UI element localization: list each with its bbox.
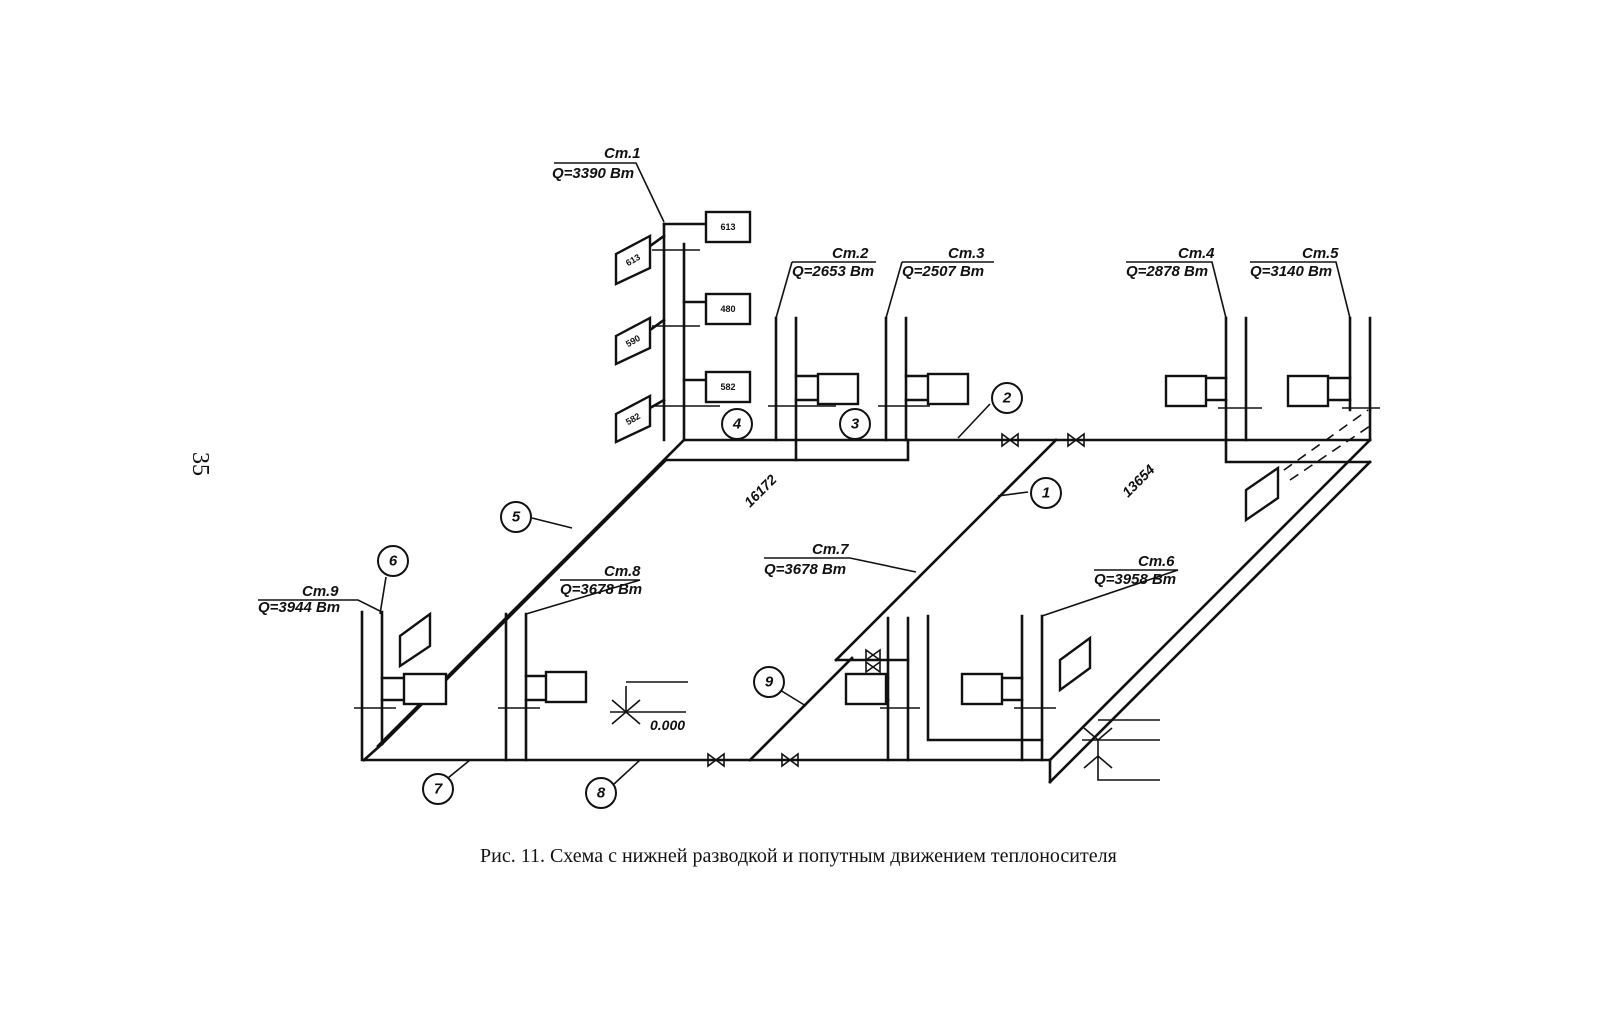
riser-st6 (926, 614, 1056, 762)
svg-text:4: 4 (732, 416, 742, 433)
riser-label-st1: Ст.1 Q=3390 Вт (552, 145, 665, 223)
riser-name: Ст.8 (604, 563, 641, 580)
riser-label-st8: Ст.8 Q=3678 Вт (525, 563, 642, 615)
elevation-mark: 0.000 (610, 681, 688, 733)
valve-icon (781, 752, 799, 768)
elevation-mark (1082, 719, 1160, 781)
radiator (926, 372, 970, 406)
riser-label-st9: Ст.9 Q=3944 Вт (258, 583, 383, 616)
section-marker-5: 5 (500, 501, 573, 533)
riser-label-st3: Ст.3 Q=2507 Вт (885, 245, 994, 319)
riser-load: Q=2653 Вт (792, 263, 874, 280)
radiator: 613 (614, 234, 652, 286)
riser-st5 (1326, 316, 1380, 412)
svg-text:1: 1 (1042, 485, 1050, 502)
riser-label-st2: Ст.2 Q=2653 Вт (775, 245, 876, 319)
riser-name: Ст.3 (948, 245, 985, 262)
radiator (544, 670, 588, 704)
svg-text:2: 2 (1002, 390, 1012, 407)
riser-load: Q=3678 Вт (764, 561, 846, 578)
radiator (1164, 374, 1208, 408)
valves (707, 432, 1085, 768)
elevation-value: 0.000 (650, 717, 685, 733)
valve-icon (865, 648, 881, 662)
radiator (1244, 465, 1280, 523)
riser-label-st4: Ст.4 Q=2878 Вт (1126, 245, 1227, 319)
riser-load: Q=3944 Вт (258, 599, 340, 616)
riser-st2 (768, 316, 836, 462)
svg-text:8: 8 (597, 785, 606, 802)
radiator-power: 480 (720, 304, 735, 314)
valve-icon (1067, 432, 1085, 448)
riser-load: Q=2878 Вт (1126, 263, 1208, 280)
riser-st4 (1204, 316, 1262, 442)
riser-name: Ст.6 (1138, 553, 1175, 570)
load-sum-left: 16172 (741, 471, 780, 510)
riser-st1 (648, 222, 720, 442)
radiator (398, 611, 432, 669)
radiator (960, 672, 1004, 706)
radiator (1286, 374, 1330, 408)
section-marker-6: 6 (377, 545, 409, 615)
radiator (402, 672, 448, 706)
radiator (844, 672, 888, 706)
riser-name: Ст.1 (604, 145, 640, 162)
riser-st8 (498, 612, 548, 762)
pipework (362, 408, 1372, 784)
radiator-power: 582 (720, 382, 735, 392)
radiator-power: 613 (720, 222, 735, 232)
section-marker-2: 2 (957, 382, 1023, 439)
section-marker-7: 7 (422, 759, 471, 805)
riser-load: Q=3390 Вт (552, 165, 634, 182)
valve-icon (865, 660, 881, 674)
radiator (816, 372, 860, 406)
riser-name: Ст.7 (812, 541, 849, 558)
radiator (1058, 635, 1092, 693)
valve-icon (1001, 432, 1019, 448)
riser-load: Q=2507 Вт (902, 263, 984, 280)
svg-text:3: 3 (851, 416, 860, 433)
radiator: 613 (704, 210, 752, 244)
radiator: 582 (704, 370, 752, 404)
riser-label-st5: Ст.5 Q=3140 Вт (1250, 245, 1351, 319)
riser-load: Q=3958 Вт (1094, 571, 1176, 588)
riser-st9 (354, 610, 406, 762)
riser-label-st6: Ст.6 Q=3958 Вт (1041, 553, 1179, 617)
riser-name: Ст.4 (1178, 245, 1215, 262)
section-marker-4: 4 (721, 408, 753, 440)
section-marker-8: 8 (585, 759, 641, 809)
riser-name: Ст.9 (302, 583, 339, 600)
section-marker-9: 9 (753, 666, 807, 707)
load-sum-right: 13654 (1119, 461, 1158, 500)
riser-label-st7: Ст.7 Q=3678 Вт (764, 541, 917, 578)
radiator: 582 (614, 394, 652, 444)
valve-icon (707, 752, 725, 768)
section-marker-1: 1 (997, 477, 1062, 509)
svg-text:6: 6 (389, 553, 398, 570)
page-number: 35 (187, 452, 213, 476)
riser-load: Q=3140 Вт (1250, 263, 1332, 280)
riser-load: Q=3678 Вт (560, 581, 642, 598)
riser-st3 (878, 316, 930, 442)
section-marker-3: 3 (839, 408, 871, 440)
radiator: 480 (704, 292, 752, 326)
svg-text:5: 5 (512, 509, 521, 526)
riser-name: Ст.5 (1302, 245, 1339, 262)
svg-text:7: 7 (434, 781, 443, 798)
svg-text:9: 9 (765, 674, 774, 691)
figure-caption: Рис. 11. Схема с нижней разводкой и попу… (480, 845, 1117, 867)
radiator: 590 (614, 316, 652, 366)
riser-name: Ст.2 (832, 245, 869, 262)
